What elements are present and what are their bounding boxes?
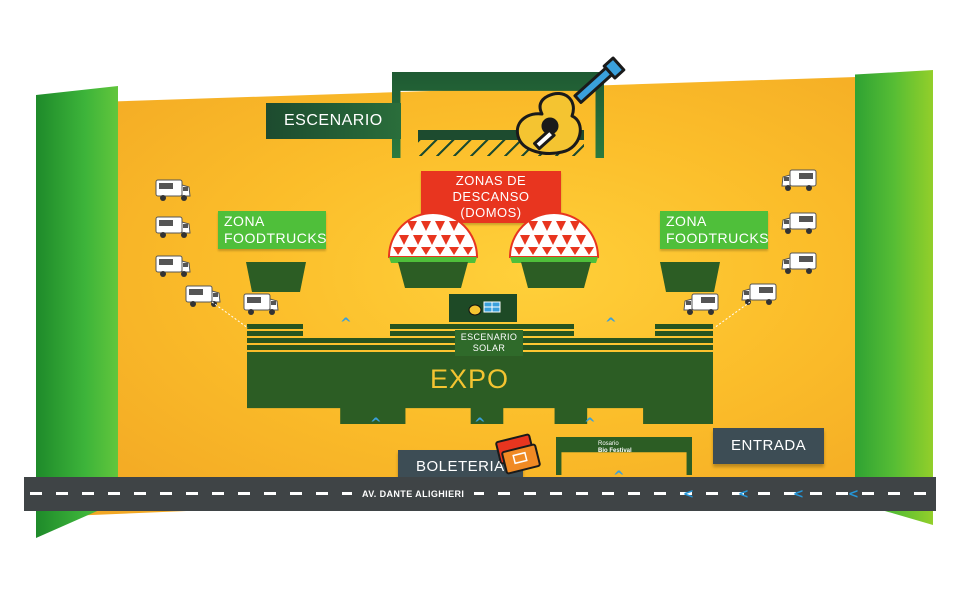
dome-icon [387, 212, 479, 263]
foodtruck-zone-left [246, 262, 306, 292]
dome-icon [508, 212, 600, 263]
expo-stripe [655, 331, 713, 336]
left-green-wall [36, 86, 118, 538]
chevron-left-icon: < [793, 487, 804, 502]
escenario-solar-label: ESCENARIO SOLAR [455, 330, 523, 356]
foodtruck-icon [781, 212, 817, 235]
zona-foodtrucks-left-text: ZONA FOODTRUCKS [224, 213, 327, 246]
dome-base-right [521, 262, 591, 288]
chevron-up-icon: ^ [584, 416, 596, 432]
ticket-icon [495, 433, 541, 475]
escenario-label: ESCENARIO [266, 103, 401, 139]
foodtruck-zone-right [660, 262, 720, 292]
brand-line-2: Bio Festival [598, 448, 632, 454]
foodtruck-icon [155, 216, 191, 239]
entrada-label: ENTRADA [713, 428, 825, 464]
foodtruck-icon [155, 255, 191, 278]
expo-stripe [390, 324, 574, 329]
expo-label: EXPO [430, 364, 510, 394]
street-name-label: AV. DANTE ALIGHIERI [352, 486, 475, 502]
solar-panel-icon [468, 301, 501, 316]
escenario-solar-text: ESCENARIO SOLAR [460, 332, 518, 353]
foodtruck-icon [155, 179, 191, 202]
right-green-wall [855, 70, 933, 525]
chevron-left-icon: < [848, 487, 859, 502]
foodtruck-guide-left [211, 301, 249, 329]
road-center-line [30, 492, 930, 495]
expo-stripe [247, 324, 303, 329]
chevron-left-icon: < [738, 487, 749, 502]
foodtruck-icon [781, 252, 817, 275]
chevron-up-icon: ^ [605, 316, 617, 332]
zona-foodtrucks-right-text: ZONA FOODTRUCKS [666, 213, 769, 246]
expo-stripe [247, 331, 303, 336]
zona-foodtrucks-left-label: ZONA FOODTRUCKS [218, 211, 327, 249]
guitar-icon [515, 56, 626, 155]
rosario-bio-festival-logo: Rosario Bio Festival [598, 441, 632, 455]
chevron-up-icon: ^ [474, 416, 486, 432]
zona-foodtrucks-right-label: ZONA FOODTRUCKS [660, 211, 769, 249]
dome-base-left [398, 262, 468, 288]
zonas-descanso-label: ZONAS DE DESCANSO (DOMOS) [421, 171, 561, 223]
solar-stage [449, 294, 517, 322]
brand-line-1: Rosario [598, 441, 619, 447]
foodtruck-icon [781, 169, 817, 192]
expo-stripe [655, 324, 713, 329]
chevron-up-icon: ^ [340, 316, 352, 332]
foodtruck-guide-right [713, 301, 751, 329]
main-stage-platform [418, 130, 584, 140]
chevron-left-icon: < [683, 487, 694, 502]
chevron-up-icon: ^ [370, 416, 382, 432]
